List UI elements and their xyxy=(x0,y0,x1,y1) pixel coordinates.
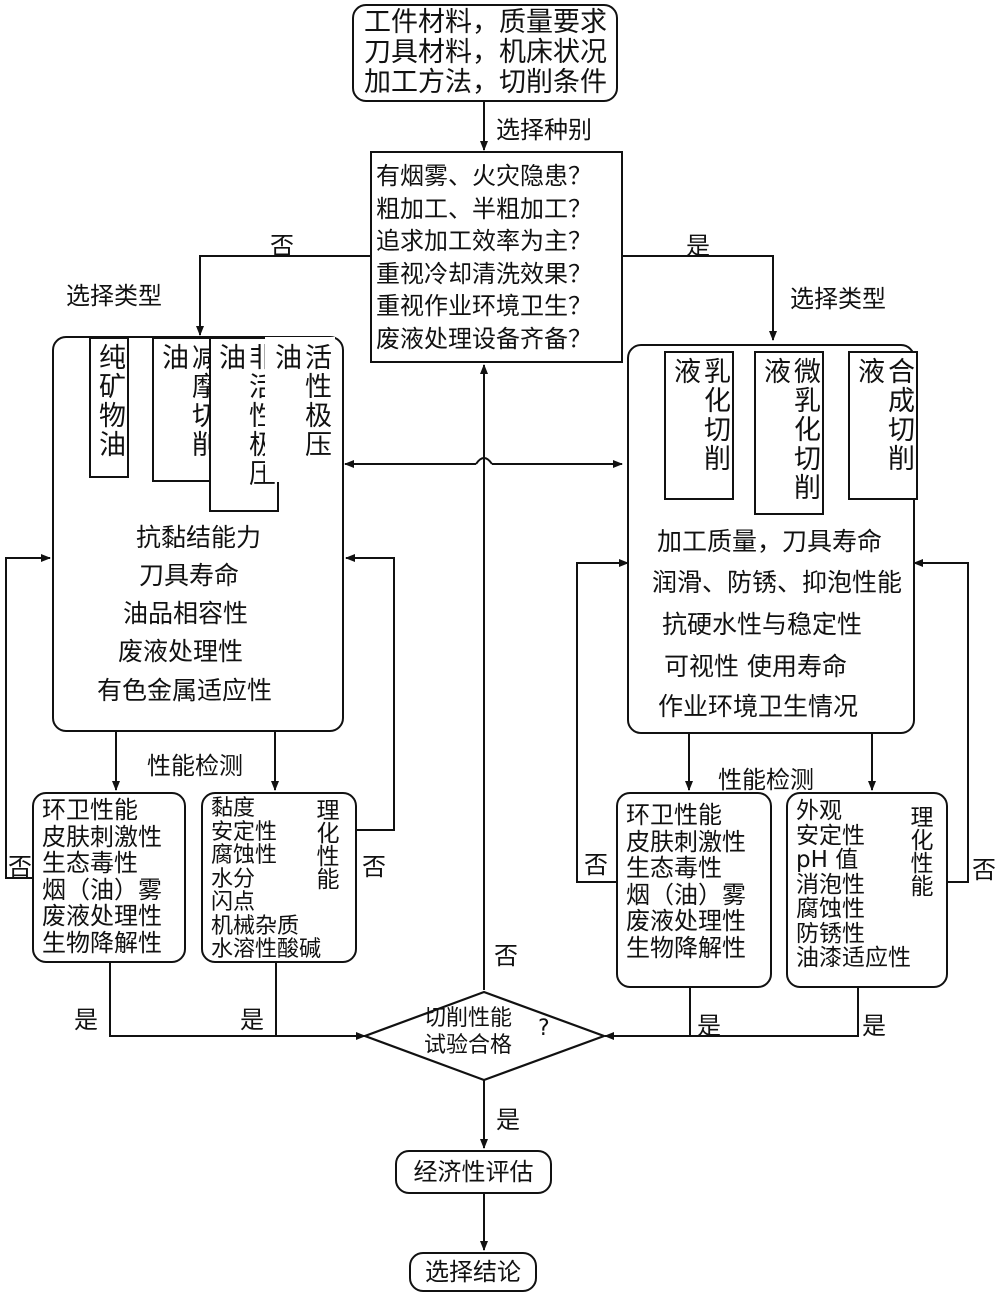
oil-type-active-ep: 活性极压油 xyxy=(265,337,335,482)
phys-item: 腐蚀性 xyxy=(211,843,278,868)
fluid-prop: 抗硬水性与稳定性 xyxy=(662,610,863,639)
left-phys-test-box: 黏度 安定性 腐蚀性 水分 闪点 机械杂质 水溶性酸碱 xyxy=(201,792,357,963)
right-phys-retry-loop xyxy=(913,559,969,883)
left-phys-yes-label: 是 xyxy=(240,1006,264,1034)
fluid-type-emulsion: 乳化切削液 xyxy=(664,351,734,500)
env-item: 生态毒性 xyxy=(42,849,138,877)
input-box: 工件材料，质量要求 刀具材料，机床状况 加工方法，切削条件 xyxy=(352,4,618,102)
env-item: 废液处理性 xyxy=(42,902,162,930)
right-phys-test-box: 外观 安定性 pH 值 消泡性 腐蚀性 防锈性 油漆适应性 xyxy=(786,792,948,988)
decision-text: 切削性能 试验合格 xyxy=(424,1005,512,1059)
phys-item: 机械杂质 xyxy=(211,913,300,939)
decision-line: 切削性能 xyxy=(424,1006,513,1031)
left-select-type: 选择类型 xyxy=(66,282,162,310)
left-yes-line xyxy=(109,963,366,1040)
env-item: 生物降解性 xyxy=(42,928,162,957)
env-item: 废液处理性 xyxy=(626,907,746,935)
phys-item: 黏度 xyxy=(211,796,256,821)
evaluate-text: 经济性评估 xyxy=(413,1158,534,1186)
left-phys-no-label: 否 xyxy=(362,853,386,881)
oil-prop: 废液处理性 xyxy=(118,637,244,666)
question-line: 废液处理设备齐备？ xyxy=(376,324,592,353)
env-item: 皮肤刺激性 xyxy=(42,822,162,851)
left-test-label: 性能检测 xyxy=(147,752,243,780)
oil-prop: 油品相容性 xyxy=(123,599,249,628)
phys-item: 消泡性 xyxy=(796,871,865,898)
right-env-test-box: 环卫性能 皮肤刺激性 生态毒性 烟（油）雾 废液处理性 生物降解性 xyxy=(616,792,772,988)
right-yes-label: 是 xyxy=(697,1012,721,1040)
left-phys-side-label: 理化性能 xyxy=(312,798,338,890)
env-item: 环卫性能 xyxy=(626,801,722,829)
left-phys-retry-loop xyxy=(345,554,395,831)
question-box: 有烟雾、火灾隐患？ 粗加工、半粗加工？ 追求加工效率为主？ 重视冷却清洗效果？ … xyxy=(370,151,623,363)
right-phys-yes-label: 是 xyxy=(862,1012,886,1040)
right-retry-loop xyxy=(576,559,629,883)
left-env-test-box: 环卫性能 皮肤刺激性 生态毒性 烟（油）雾 废液处理性 生物降解性 xyxy=(32,792,186,963)
phys-item: 安定性 xyxy=(796,822,865,849)
fluid-prop: 作业环境卫生情况 xyxy=(658,692,859,721)
right-yes-line xyxy=(604,988,691,1040)
decision-line: 试验合格 xyxy=(424,1033,513,1058)
question-line: 重视冷却清洗效果？ xyxy=(376,259,592,288)
oil-prop: 抗黏结能力 xyxy=(136,523,262,552)
fluid-prop: 可视性 使用寿命 xyxy=(664,652,847,681)
env-item: 生态毒性 xyxy=(626,854,722,882)
env-item: 烟（油）雾 xyxy=(42,875,162,904)
left-yes-label: 是 xyxy=(74,1006,98,1034)
fluid-prop: 润滑、防锈、抑泡性能 xyxy=(652,568,903,597)
left-retry-loop xyxy=(5,554,51,879)
phys-item: 腐蚀性 xyxy=(796,896,865,922)
conclusion-text: 选择结论 xyxy=(425,1258,521,1286)
phys-item: 水溶性酸碱 xyxy=(211,937,322,962)
right-phys-no-label: 否 xyxy=(972,856,996,884)
oil-prop: 有色金属适应性 xyxy=(97,676,273,705)
phys-item: 外观 xyxy=(796,798,842,824)
env-item: 皮肤刺激性 xyxy=(626,827,746,856)
phys-item: 安定性 xyxy=(211,819,278,845)
oil-prop: 刀具寿命 xyxy=(139,561,240,590)
phys-item: 防锈性 xyxy=(796,920,865,947)
env-item: 烟（油）雾 xyxy=(626,880,746,909)
right-phys-side-label: 理化性能 xyxy=(906,805,932,897)
right-select-type: 选择类型 xyxy=(790,285,886,313)
fluid-type-microemulsion: 微乳化切削液 xyxy=(754,351,824,515)
phys-item: 油漆适应性 xyxy=(796,945,911,971)
arrow-to-oil xyxy=(196,255,370,336)
left-no-label: 否 xyxy=(8,853,32,881)
right-test-label: 性能检测 xyxy=(718,766,814,794)
fluid-type-synthetic: 合成切削液 xyxy=(848,351,918,500)
decision-no-label: 否 xyxy=(494,942,518,970)
env-item: 生物降解性 xyxy=(626,933,746,962)
select-kind-label: 选择种别 xyxy=(496,116,592,144)
phys-item: pH 值 xyxy=(796,847,859,873)
left-answer-no: 否 xyxy=(270,232,294,260)
phys-item: 闪点 xyxy=(211,890,256,915)
decision-yes-label: 是 xyxy=(496,1106,520,1134)
decision-question-mark: ? xyxy=(538,1016,550,1041)
conclusion-box: 选择结论 xyxy=(409,1252,537,1292)
question-line: 有烟雾、火灾隐患？ xyxy=(376,162,592,190)
right-answer-yes: 是 xyxy=(686,232,710,260)
env-item: 环卫性能 xyxy=(42,796,138,824)
question-line: 重视作业环境卫生？ xyxy=(376,292,592,320)
oil-type-pure-mineral: 纯矿物油 xyxy=(89,337,129,478)
question-line: 追求加工效率为主？ xyxy=(376,227,592,255)
input-line: 工件材料，质量要求 xyxy=(364,7,607,38)
phys-item: 水分 xyxy=(211,866,256,892)
right-yes-line-2 xyxy=(690,988,859,1037)
fluid-prop: 加工质量，刀具寿命 xyxy=(657,527,883,556)
evaluate-box: 经济性评估 xyxy=(395,1150,552,1194)
input-line: 加工方法，切削条件 xyxy=(364,67,607,98)
question-line: 粗加工、半粗加工？ xyxy=(376,194,592,223)
arrow-to-fluid xyxy=(623,255,777,341)
right-no-label: 否 xyxy=(584,851,608,879)
input-line: 刀具材料，机床状况 xyxy=(364,37,607,68)
line-crossing xyxy=(475,457,493,465)
